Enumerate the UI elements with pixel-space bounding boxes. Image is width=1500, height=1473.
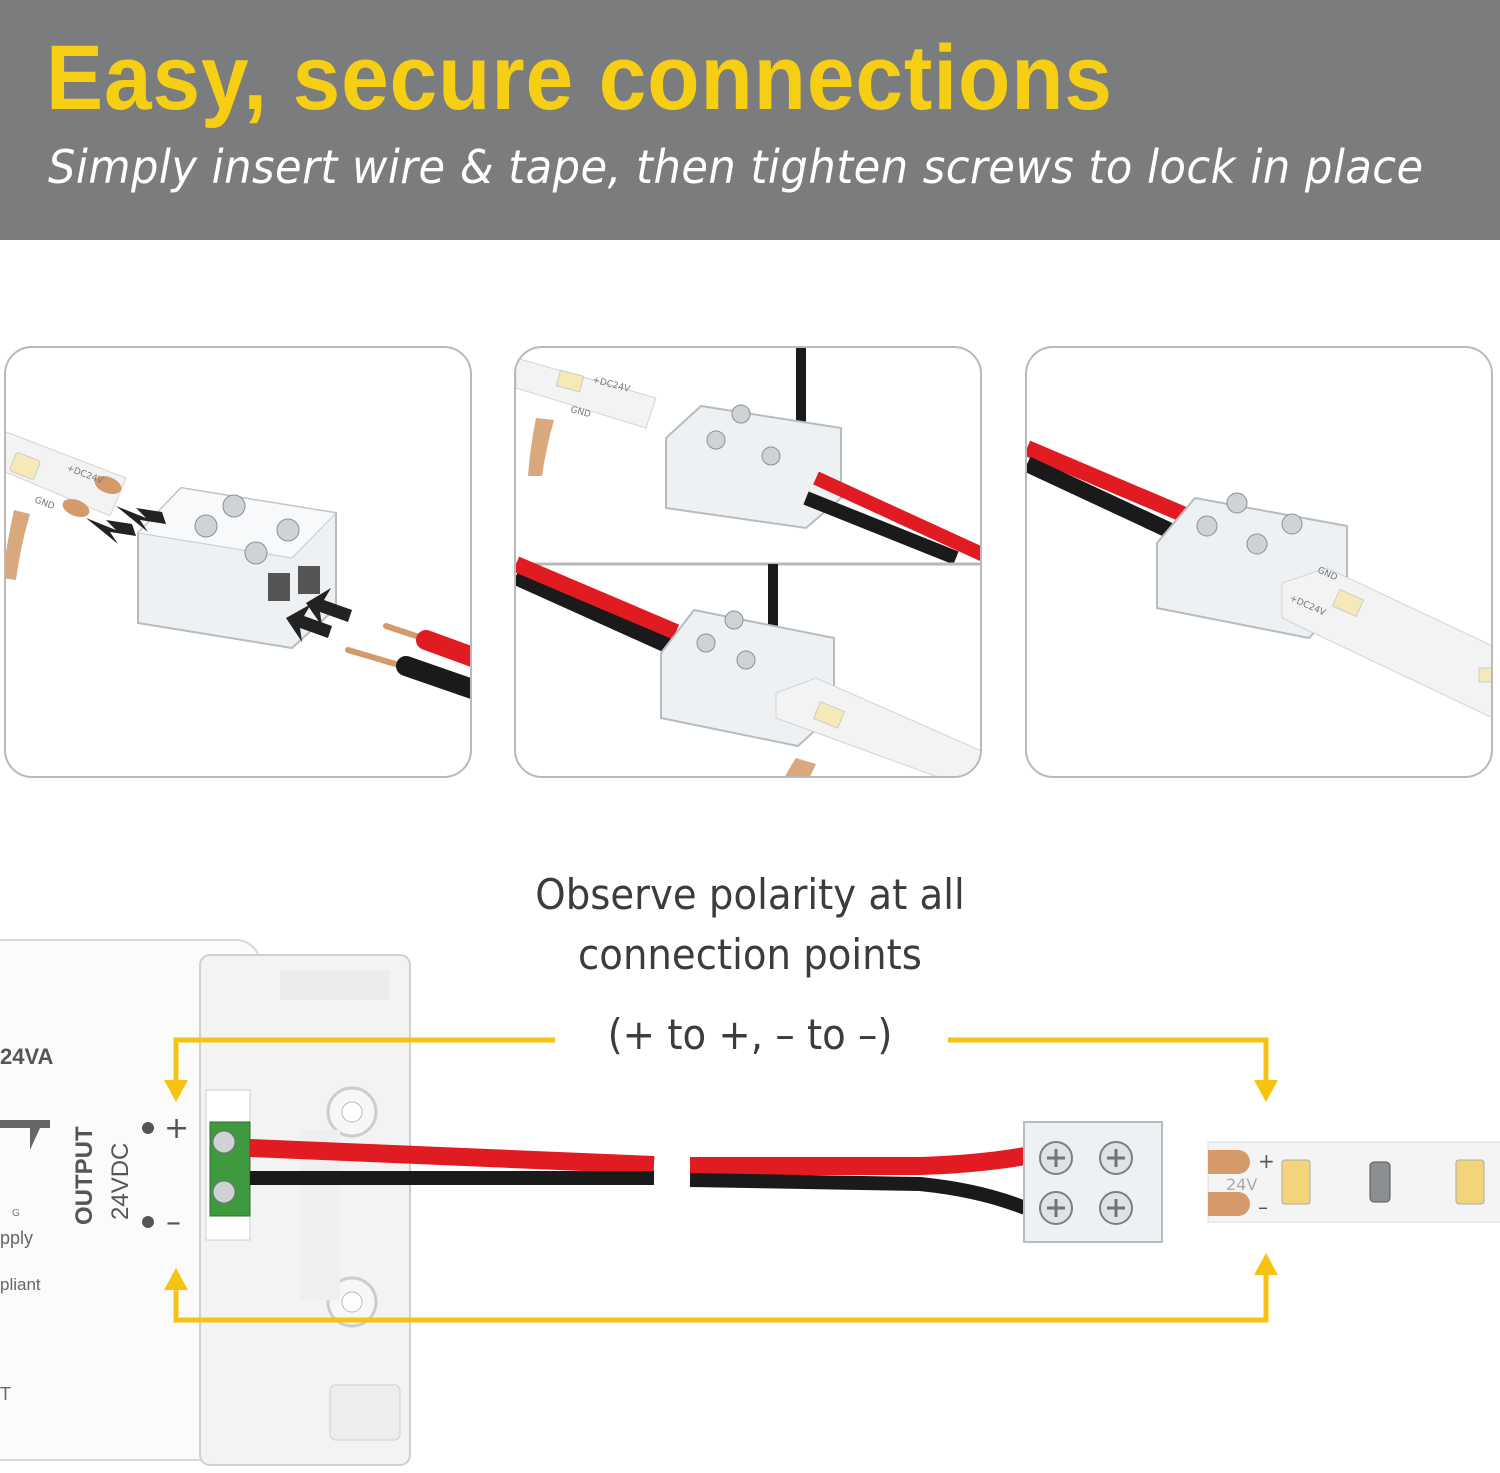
- polarity-diagram: 24VA OUTPUT 24VDC pply pliant G T + – 24…: [0, 830, 1500, 1473]
- terminal-minus: –: [166, 1205, 181, 1240]
- arrow-heads: [164, 1080, 1278, 1290]
- compliant-text: pliant: [0, 1275, 41, 1294]
- step-panel-insert: +DC24V GND: [4, 346, 472, 778]
- supply-t-text: T: [0, 1384, 11, 1404]
- wiring-diagram-svg: 24VA OUTPUT 24VDC pply pliant G T + – 24…: [0, 939, 1500, 1466]
- wire-connections-illustration: +DC24V GND: [516, 348, 980, 776]
- insert-arrows: [86, 506, 352, 642]
- insert-illustration: +DC24V GND: [6, 431, 470, 699]
- polarity-arrows: [173, 1037, 1269, 1323]
- polarity-note-line3: (+ to +, – to –): [607, 1010, 893, 1059]
- header-banner: Easy, secure connections Simply insert w…: [0, 0, 1500, 240]
- step-panel-insert-wires: +DC24V GND: [514, 346, 982, 778]
- tape-voltage: 24V: [1226, 1175, 1257, 1194]
- top-connection: +DC24V GND: [516, 348, 980, 565]
- polarity-note-line2: connection points: [578, 930, 922, 979]
- input-wires: [345, 623, 470, 699]
- supply-wires: [249, 1139, 1028, 1215]
- connector-block: [136, 486, 338, 650]
- output-voltage: 24VDC: [107, 1143, 134, 1220]
- page-title: Easy, secure connections: [46, 27, 1113, 129]
- power-supply: [0, 939, 411, 1466]
- tape-gnd-label: GND: [33, 495, 56, 512]
- step-panel-completed: +DC24V GND: [1025, 346, 1493, 778]
- polarity-note-line1: Observe polarity at all: [535, 870, 965, 919]
- tape-minus: –: [1258, 1195, 1268, 1219]
- tape-connector: [1023, 1121, 1163, 1243]
- supply-text: pply: [0, 1228, 33, 1248]
- supply-rating: 24VA: [0, 1044, 54, 1069]
- bottom-connection: [516, 556, 980, 776]
- page-subtitle: Simply insert wire & tape, then tighten …: [48, 140, 1424, 194]
- terminal-plus: +: [164, 1111, 189, 1146]
- output-label: OUTPUT: [71, 1126, 98, 1225]
- led-tape: +DC24V GND: [6, 431, 127, 580]
- supply-g-text: G: [12, 1208, 20, 1219]
- completed-connection-illustration: +DC24V GND: [1027, 440, 1491, 718]
- tape-plus: +: [1258, 1149, 1275, 1173]
- led-tape-strip: [1207, 1141, 1500, 1223]
